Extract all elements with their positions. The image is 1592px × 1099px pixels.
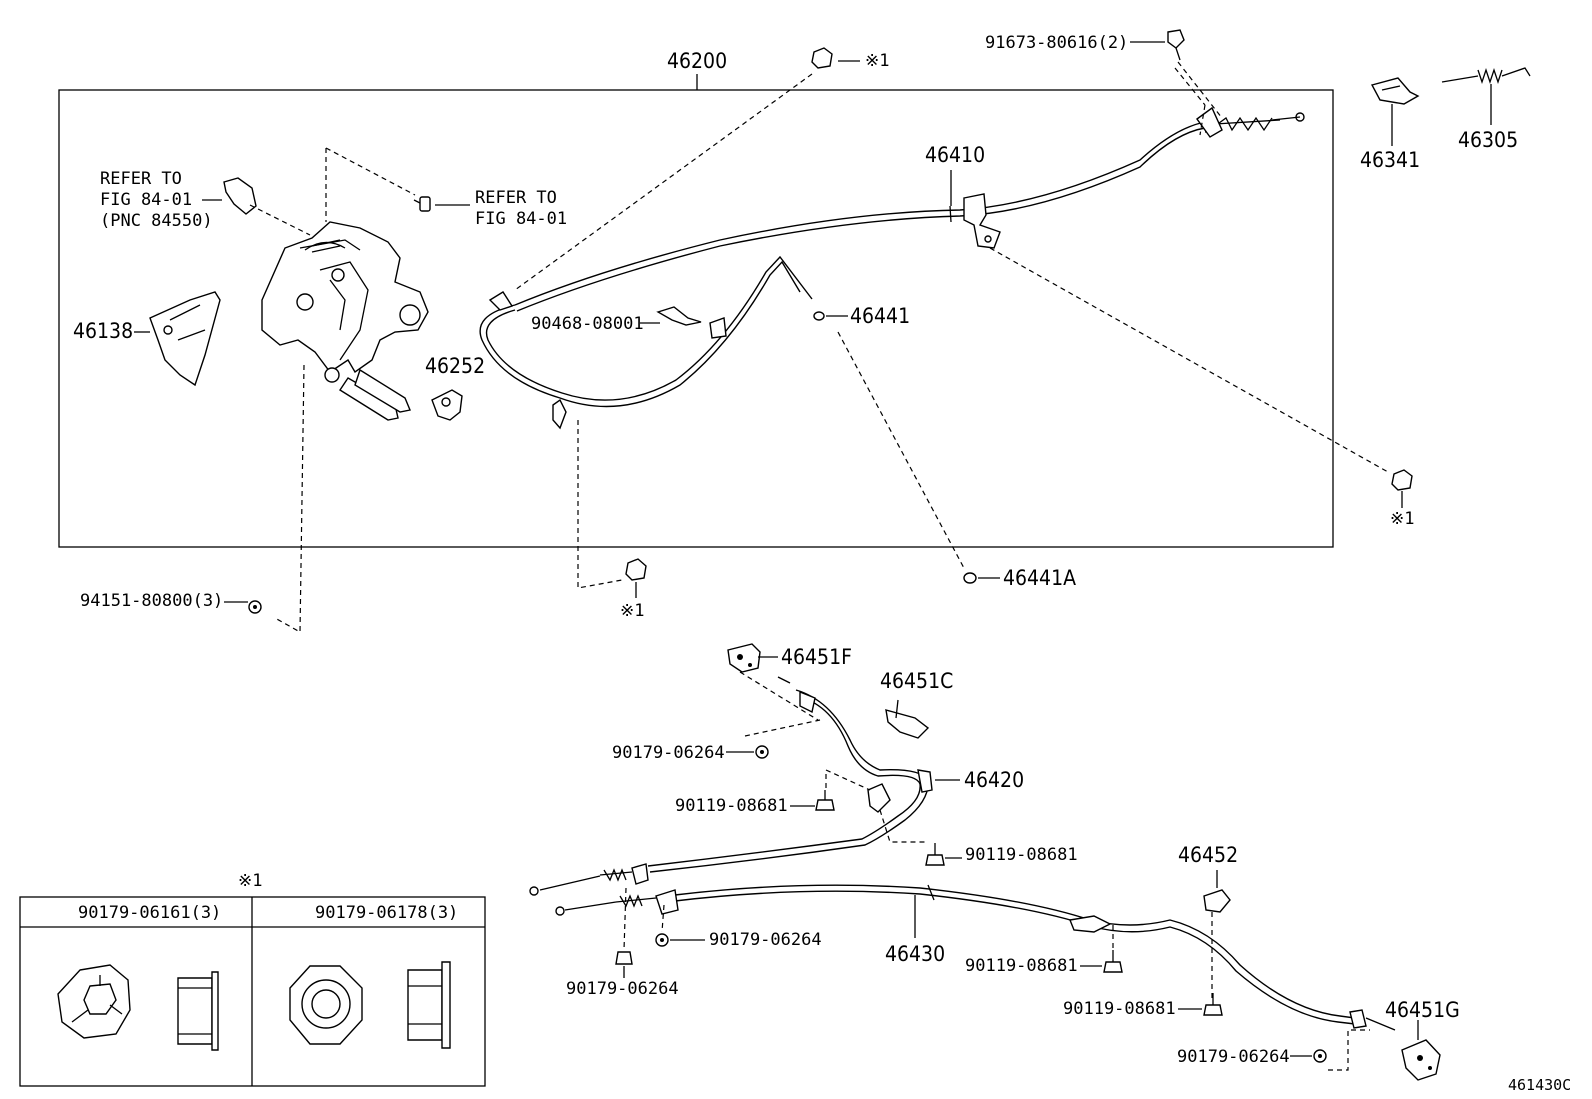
parking-brake-pedal-assembly	[261, 221, 429, 421]
stopper-46252	[431, 389, 463, 421]
label-90179-a: 90179-06264	[612, 743, 725, 763]
label-90119-b: 90119-08681	[965, 845, 1078, 865]
refer-left-line2: FIG 84-01	[100, 190, 192, 210]
label-90179-d: 90179-06264	[1177, 1047, 1290, 1067]
nut-90179-06178-front	[289, 965, 363, 1045]
rear-cable-46430	[555, 884, 1396, 1031]
nut-90179-06178-side	[407, 961, 451, 1049]
nut-ref1-top	[811, 47, 833, 69]
figure-code: 461430C	[1508, 1076, 1571, 1094]
label-46451F: 46451F	[781, 645, 852, 669]
label-46451G: 46451G	[1385, 998, 1460, 1022]
nut-ref1-bottom	[625, 558, 647, 581]
label-46252: 46252	[425, 354, 485, 378]
label-90119-c: 90119-08681	[965, 956, 1078, 976]
label-46451C: 46451C	[880, 669, 953, 693]
bolt-90119-a	[815, 790, 835, 811]
label-46410: 46410	[925, 143, 985, 167]
bracket-46138	[149, 291, 221, 387]
label-90468: 90468-08001	[531, 314, 644, 334]
nut-90179-06161-side	[177, 971, 219, 1051]
rear-cable-46420	[529, 676, 933, 896]
refer-right-line2: FIG 84-01	[475, 209, 567, 229]
assembly-box-46200	[58, 89, 1334, 548]
label-46452: 46452	[1178, 843, 1238, 867]
bolt-90119-b	[925, 843, 945, 866]
spring-46305	[1441, 67, 1531, 85]
nut-94151	[248, 600, 262, 614]
refer-left-line3: (PNC 84550)	[100, 211, 213, 231]
label-46441A: 46441A	[1003, 566, 1076, 590]
legend-table	[19, 896, 486, 1087]
bracket-46451F	[727, 643, 761, 673]
bolt-refer-right	[413, 196, 431, 212]
bolt-91673	[1167, 29, 1185, 61]
nut-90179-06161-front	[57, 964, 131, 1039]
clip-90468	[656, 306, 702, 326]
ref1-top: ※1	[865, 51, 889, 71]
bracket-46451G	[1401, 1039, 1441, 1081]
nut-90179-a	[755, 745, 769, 759]
label-90119-a: 90119-08681	[675, 796, 788, 816]
bracket-46451C	[885, 699, 930, 739]
grommet-46441A	[963, 572, 977, 584]
label-90179-b: 90179-06264	[566, 979, 679, 999]
ref1-right: ※1	[1390, 509, 1414, 529]
legend-col1-header: 90179-06161(3)	[78, 903, 221, 923]
refer-left-line1: REFER TO	[100, 169, 182, 189]
label-46138: 46138	[73, 319, 133, 343]
bolt-90119-c	[1103, 950, 1123, 973]
label-46441: 46441	[850, 304, 910, 328]
nut-90179-c	[655, 933, 669, 947]
label-94151: 94151-80800(3)	[80, 591, 223, 611]
ref1-bottom: ※1	[620, 601, 644, 621]
label-46305: 46305	[1458, 128, 1518, 152]
label-46341: 46341	[1360, 148, 1420, 172]
nut-ref1-right	[1391, 469, 1413, 491]
label-46200: 46200	[667, 49, 727, 73]
nut-90179-d	[1313, 1049, 1327, 1063]
front-cable-46410	[479, 106, 1305, 430]
label-46430: 46430	[885, 942, 945, 966]
refer-right-line1: REFER TO	[475, 188, 557, 208]
grommet-46441	[813, 311, 825, 321]
label-46420: 46420	[964, 768, 1024, 792]
clip-46341	[1370, 77, 1420, 105]
nut-90179-b	[615, 951, 633, 965]
bolt-90119-d	[1203, 993, 1223, 1016]
label-91673: 91673-80616(2)	[985, 33, 1128, 53]
legend-col2-header: 90179-06178(3)	[315, 903, 458, 923]
label-90179-c: 90179-06264	[709, 930, 822, 950]
clip-refer-left	[223, 177, 257, 215]
clamp-46452	[1203, 889, 1231, 913]
label-90119-d: 90119-08681	[1063, 999, 1176, 1019]
legend-mark: ※1	[238, 871, 262, 891]
